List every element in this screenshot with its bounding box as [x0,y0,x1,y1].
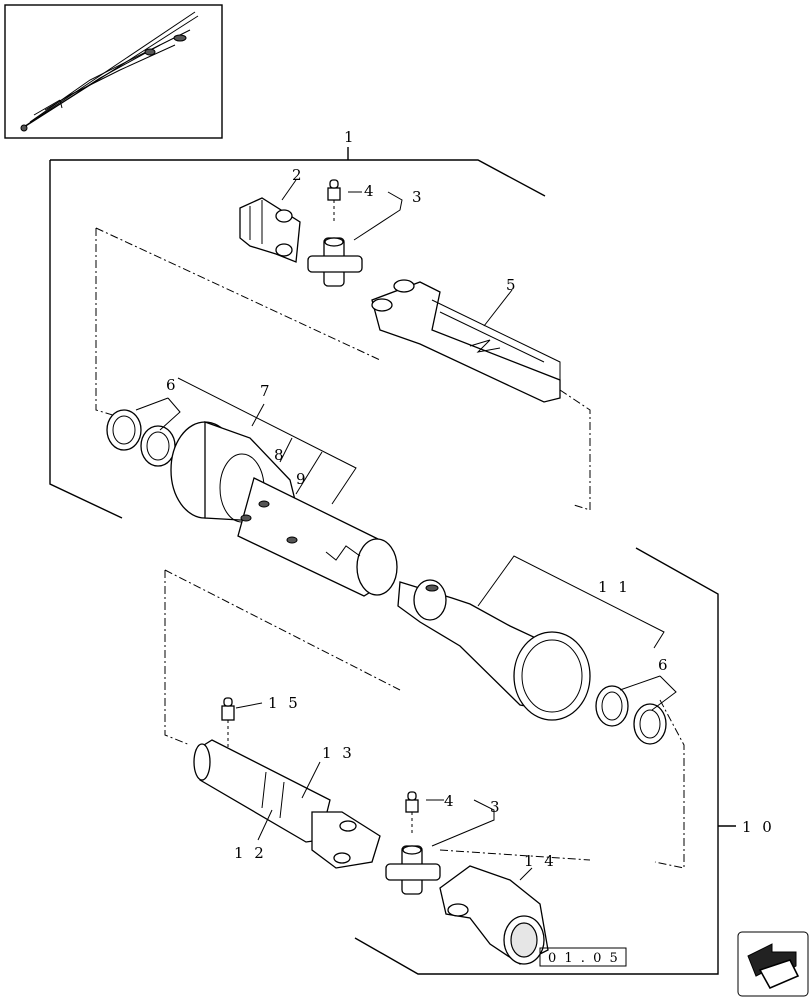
page-code-box: 0 1 . 0 5 [539,947,627,967]
callout-6-lower: 6 [658,656,671,674]
callout-12: 1 2 [234,844,267,862]
part-11-guard-cone-lower[interactable] [397,579,591,721]
part-8-outer-tube[interactable] [237,477,398,597]
callout-11: 1 1 [598,578,631,596]
part-14-splined-yoke[interactable] [439,865,549,965]
callout-1: 1 [344,128,357,146]
part-6-circlip-lower-a[interactable] [595,685,629,727]
part-2-yoke[interactable] [239,197,301,263]
part-13-yoke-lower[interactable] [311,811,381,869]
callout-4-lower: 4 [444,792,457,810]
part-4-grease-fitting-upper[interactable] [327,179,341,222]
part-5-inner-profile-shaft[interactable] [371,279,561,403]
callout-5: 5 [506,276,519,294]
part-12-inner-tube[interactable] [193,739,331,843]
upper-assembly-guide [95,227,591,511]
callout-6-upper: 6 [166,376,179,394]
leader-lines [135,179,677,881]
page-code: 0 1 . 0 5 [548,951,620,966]
overview-thumbnail[interactable] [4,4,223,139]
callout-13: 1 3 [322,744,355,762]
assembly-1-bracket [49,147,546,519]
part-6-circlip-upper-a[interactable] [106,409,142,451]
callout-7: 7 [260,382,273,400]
callout-15: 1 5 [268,694,301,712]
navigation-arrow-icon[interactable] [737,931,809,997]
callout-2: 2 [292,166,305,184]
part-3-cross-journal-upper[interactable] [307,237,363,287]
callout-3-upper: 3 [412,188,425,206]
callout-4-upper: 4 [364,182,377,200]
callout-labels: 1 2 4 3 5 6 7 8 9 1 1 6 1 5 1 3 4 3 1 0 … [166,128,775,870]
callout-10: 1 0 [742,818,775,836]
part-15-grease-fitting[interactable] [221,697,235,752]
part-4-grease-fitting-lower[interactable] [405,791,419,836]
part-6-circlip-lower-b[interactable] [633,703,667,745]
callout-3-lower: 3 [490,798,503,816]
callout-14: 1 4 [524,852,557,870]
part-3-cross-journal-lower[interactable] [385,845,441,895]
lower-assembly-guide [164,569,685,869]
part-6-circlip-upper-b[interactable] [140,425,176,467]
callout-8: 8 [274,446,287,464]
callout-9: 9 [296,470,309,488]
assembly-10-bracket [354,547,736,975]
